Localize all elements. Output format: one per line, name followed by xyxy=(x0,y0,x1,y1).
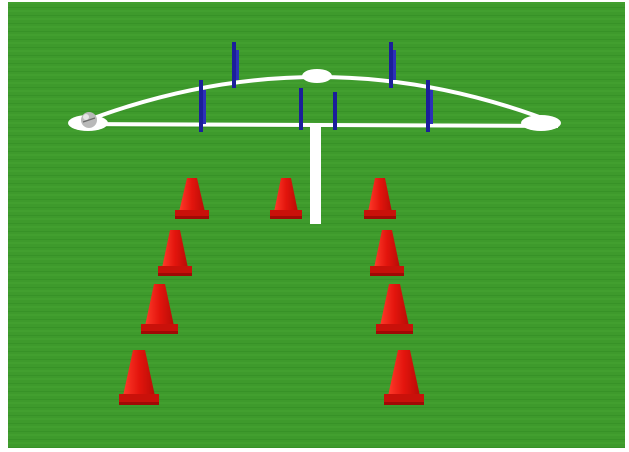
center-line xyxy=(310,124,321,224)
ball-icon xyxy=(81,112,97,128)
pole xyxy=(333,92,337,130)
right-marker-disc xyxy=(521,115,561,131)
training-field xyxy=(8,2,625,448)
pole xyxy=(299,88,303,130)
top-marker-disc xyxy=(302,69,332,83)
drill-scene xyxy=(8,2,625,448)
turf-background xyxy=(8,2,625,448)
